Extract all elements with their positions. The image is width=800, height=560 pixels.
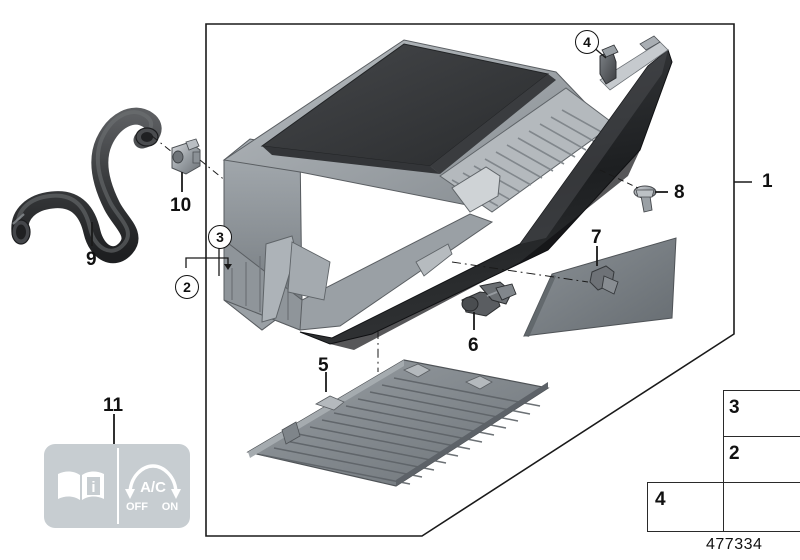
part-air-nozzle-bracket [151, 135, 233, 187]
part-stud-pin [599, 169, 668, 213]
glove-box-icon-panel: i A/C OFF ON [44, 444, 190, 528]
callout-circle-2: 2 [175, 275, 199, 299]
callout-label-9: 9 [86, 249, 97, 270]
part-rubber-mat [246, 330, 550, 487]
callout-label-8: 8 [674, 182, 685, 203]
part-air-hose [11, 107, 162, 264]
callout-label-6: 6 [468, 335, 479, 356]
ac-center-label: A/C [140, 479, 166, 496]
part-glove-box-assembly [222, 35, 673, 350]
ac-on-label: ON [162, 501, 179, 513]
part-flap-cover [451, 237, 677, 337]
detail-box-label-3: 3 [729, 397, 740, 418]
owners-manual-book-icon: i [54, 466, 108, 506]
detail-box-arrow [723, 482, 800, 532]
callout-circle-4: 4 [575, 30, 599, 54]
callout-label-11: 11 [103, 395, 124, 416]
diagram-reference-number: 477334 [706, 536, 763, 553]
detail-box-label-2: 2 [729, 443, 740, 464]
callout-label-10: 10 [170, 195, 192, 216]
detail-box-2 [723, 436, 800, 484]
icon-panel-divider [117, 448, 119, 524]
detail-box-label-4: 4 [655, 489, 666, 510]
detail-box-4 [647, 482, 725, 532]
book-info-glyph: i [91, 479, 95, 496]
part-damper-hinge [461, 281, 517, 330]
ac-off-label: OFF [126, 501, 148, 513]
air-conditioning-dial-icon: A/C OFF ON [120, 460, 186, 516]
assembly-boundary-frame [205, 23, 752, 537]
callout-circle-3: 3 [208, 225, 232, 249]
leader-callout-2 [185, 257, 232, 270]
callout-label-7: 7 [591, 227, 602, 248]
callout-label-1: 1 [762, 171, 773, 192]
callout-label-5: 5 [318, 355, 329, 376]
